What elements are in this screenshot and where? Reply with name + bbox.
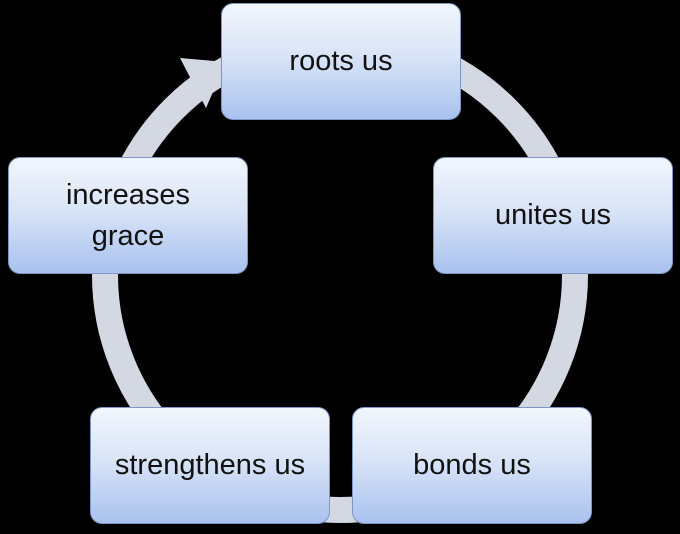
node-increases-grace: increases grace	[8, 157, 248, 274]
node-strengthens-us: strengthens us	[90, 407, 330, 524]
node-label: strengthens us	[114, 449, 306, 482]
cycle-arrowhead-icon	[180, 58, 226, 108]
node-bonds-us: bonds us	[352, 407, 592, 524]
node-label: increases grace	[65, 178, 191, 252]
node-roots-us: roots us	[221, 3, 461, 120]
node-label: bonds us	[413, 449, 531, 482]
node-unites-us: unites us	[433, 157, 673, 274]
node-label: unites us	[494, 199, 612, 232]
node-label: roots us	[289, 45, 393, 78]
